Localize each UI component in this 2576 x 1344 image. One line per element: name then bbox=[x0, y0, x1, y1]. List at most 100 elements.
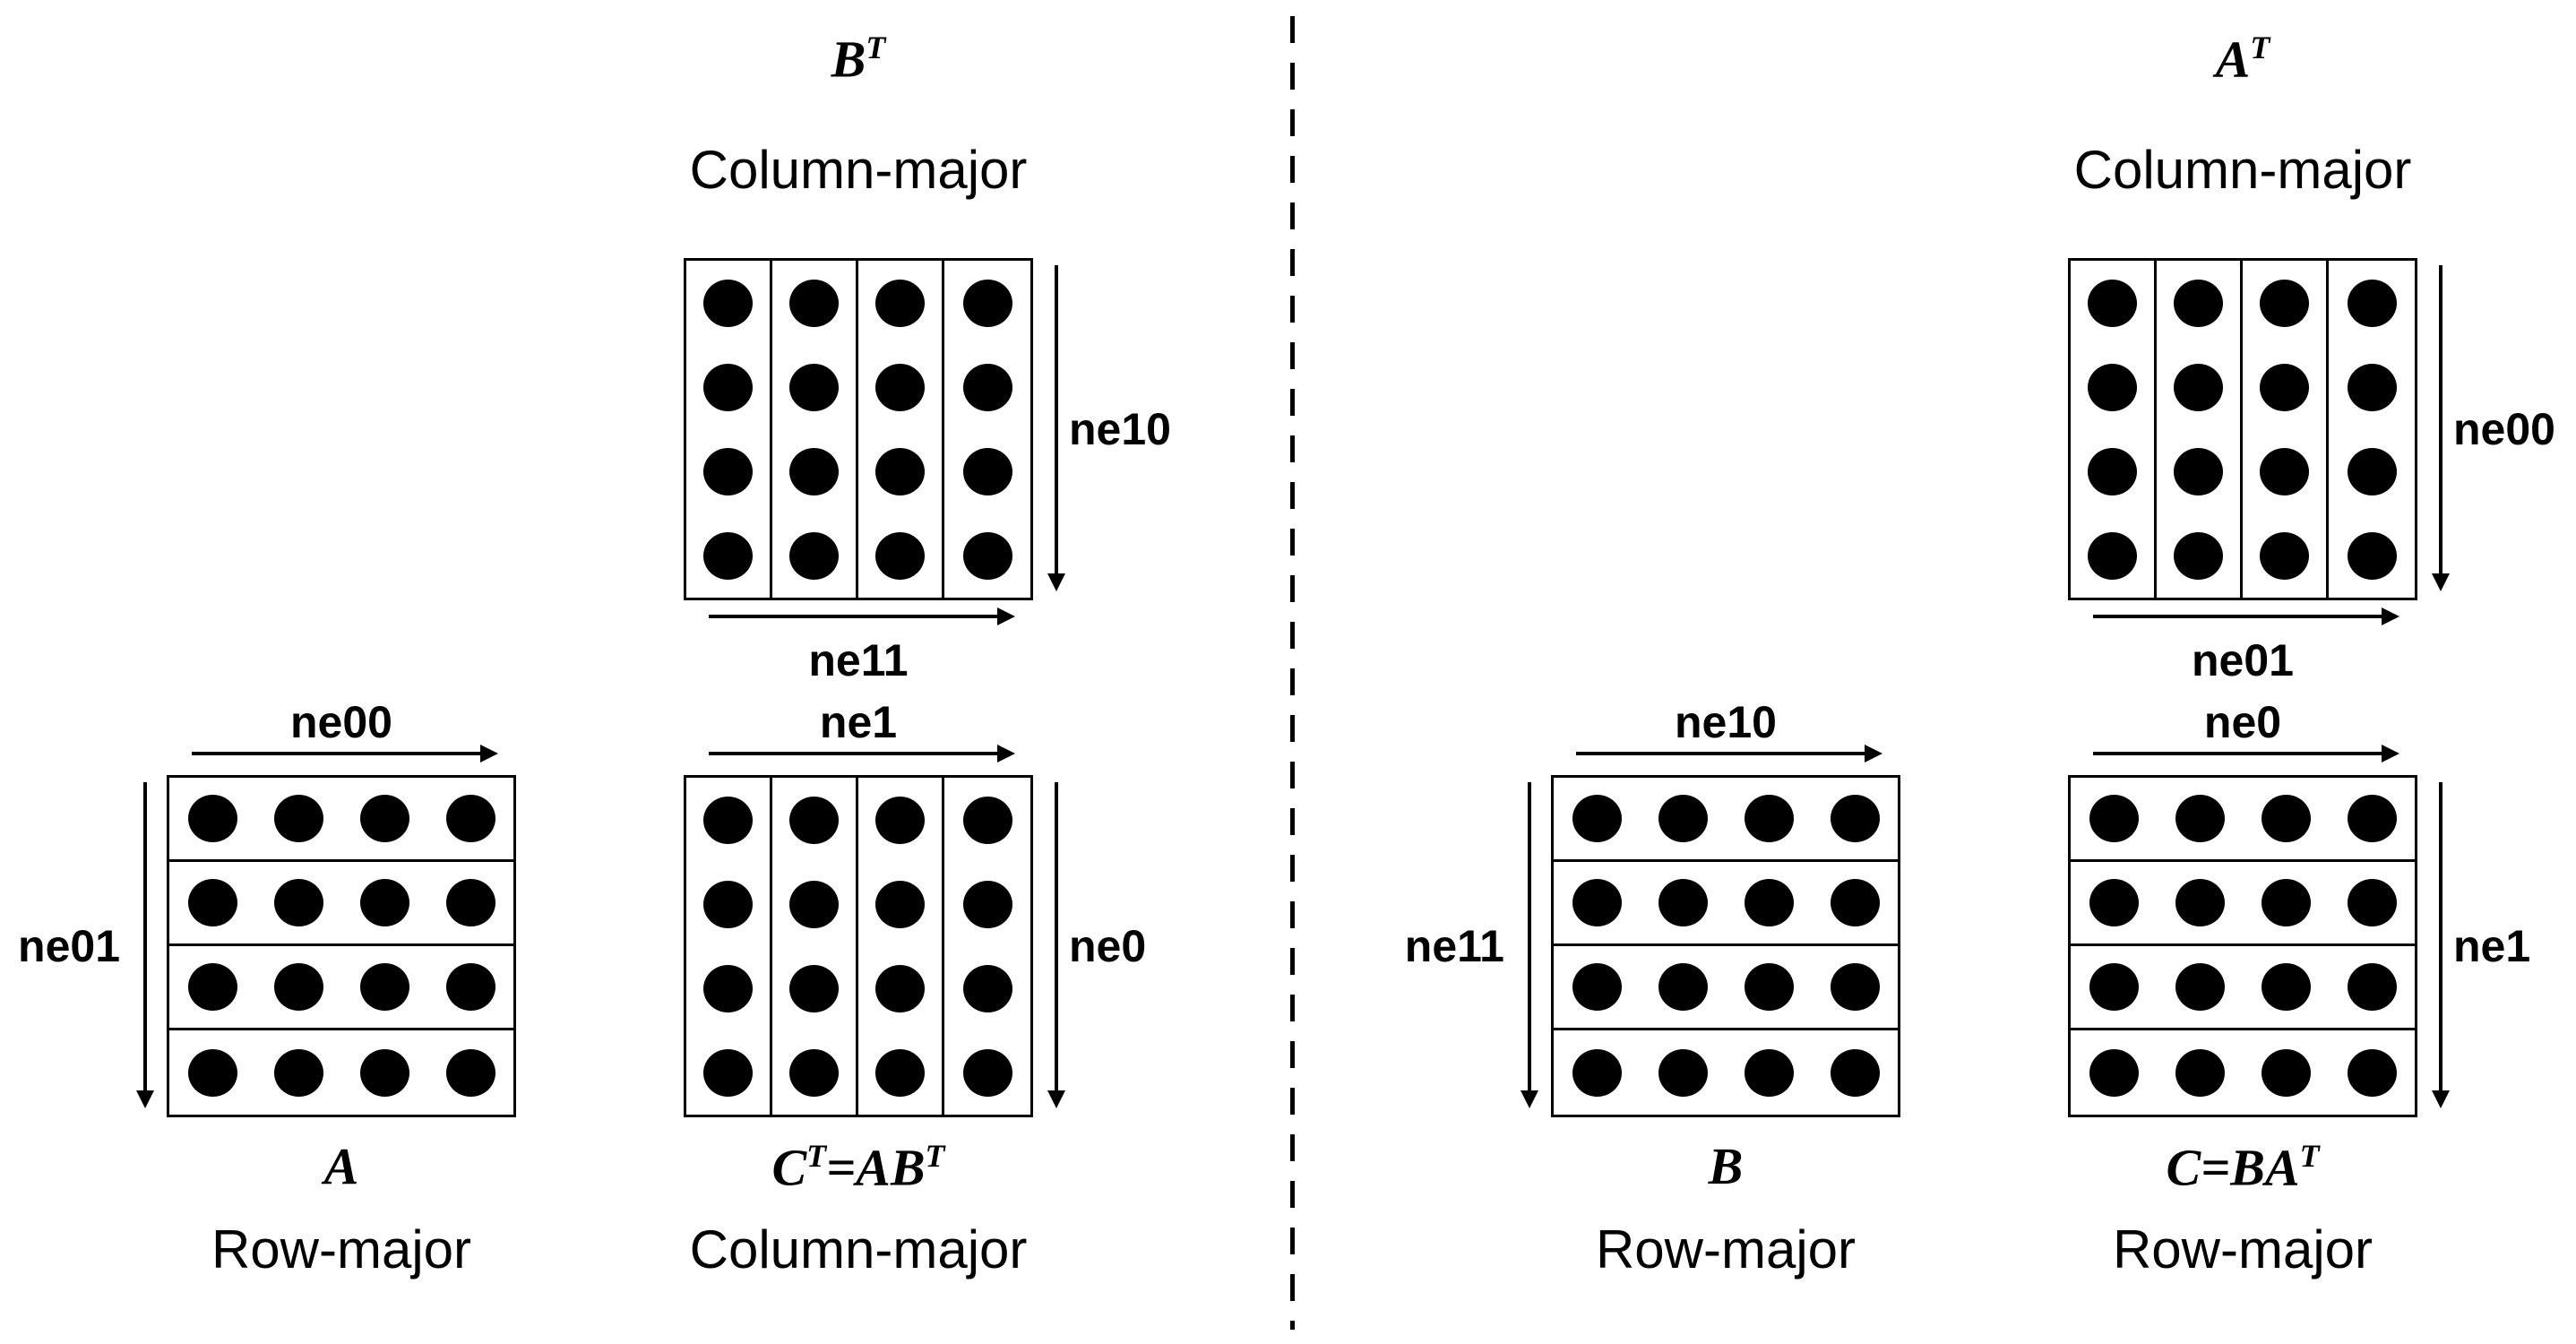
matrix-b-transposed-title: BT bbox=[831, 31, 886, 85]
dot bbox=[875, 880, 925, 928]
dot bbox=[1658, 1048, 1708, 1097]
matrix-cell bbox=[427, 946, 513, 1030]
matrix-cell bbox=[772, 429, 858, 513]
down-arrow bbox=[1055, 265, 1058, 573]
matrix-cell bbox=[2157, 261, 2243, 345]
dot bbox=[2261, 879, 2311, 926]
dot bbox=[1744, 1048, 1794, 1097]
right-arrow bbox=[1576, 752, 1865, 755]
matrix-cell bbox=[1726, 778, 1812, 862]
down-arrow bbox=[2439, 782, 2442, 1090]
matrix-cell bbox=[858, 345, 944, 429]
dot bbox=[2347, 363, 2397, 411]
matrix-cell bbox=[2329, 862, 2415, 946]
dot bbox=[962, 531, 1012, 580]
matrix-cell bbox=[1812, 862, 1898, 946]
dot bbox=[962, 796, 1012, 844]
matrix-b-layout-label: Row-major bbox=[1595, 1219, 1857, 1279]
matrix-cell bbox=[2329, 345, 2415, 429]
dot bbox=[1744, 879, 1794, 926]
matrix-cell bbox=[772, 1030, 858, 1115]
matrix-cell bbox=[2071, 778, 2157, 862]
matrix-cell bbox=[427, 862, 513, 946]
dot bbox=[789, 880, 839, 928]
matrix-cell bbox=[427, 1030, 513, 1115]
caption-text: B bbox=[1708, 1137, 1744, 1195]
dot bbox=[2261, 963, 2311, 1011]
dot bbox=[1572, 963, 1622, 1011]
matrix-cell bbox=[2071, 261, 2157, 345]
matrix-grid bbox=[167, 775, 516, 1117]
dot bbox=[1744, 795, 1794, 842]
dot bbox=[359, 795, 409, 842]
matrix-cell bbox=[686, 513, 772, 598]
ne01-dimension-label: ne01 bbox=[2192, 635, 2294, 685]
matrix-cell bbox=[1640, 778, 1726, 862]
matrix-cell bbox=[2329, 261, 2415, 345]
ne01-dimension-label: ne01 bbox=[18, 921, 120, 971]
matrix-cell bbox=[341, 946, 427, 1030]
matrix-cell bbox=[944, 345, 1030, 429]
title-text: A bbox=[2215, 30, 2251, 89]
dot bbox=[2089, 879, 2139, 926]
matrix-cell bbox=[686, 261, 772, 345]
matrix-cell bbox=[858, 946, 944, 1030]
matrix-cell bbox=[686, 429, 772, 513]
matrix-grid bbox=[684, 775, 1033, 1117]
matrix-cell bbox=[1726, 1030, 1812, 1115]
matrix-b-transposed-layout-label: Column-major bbox=[689, 140, 1028, 200]
matrix-c-transposed: ne1 ne0 CT=ABT Column-major bbox=[684, 700, 1146, 1277]
matrix-cell bbox=[1726, 946, 1812, 1030]
right-arrow bbox=[2093, 615, 2382, 618]
matrix-cell bbox=[2243, 946, 2329, 1030]
matrix-cell bbox=[2157, 862, 2243, 946]
matrix-cell bbox=[1812, 1030, 1898, 1115]
dot bbox=[2260, 363, 2309, 411]
matrix-cell bbox=[2071, 946, 2157, 1030]
dot bbox=[875, 964, 925, 1012]
matrix-cell bbox=[2157, 778, 2243, 862]
matrix-cell bbox=[858, 1030, 944, 1115]
matrix-grid bbox=[1551, 775, 1900, 1117]
caption-superscript: T bbox=[806, 1138, 827, 1174]
matrix-cell bbox=[686, 946, 772, 1030]
dot bbox=[962, 880, 1012, 928]
dot bbox=[2347, 963, 2397, 1011]
matrix-cell bbox=[255, 862, 341, 946]
matrix-cell bbox=[255, 778, 341, 862]
matrix-cell bbox=[944, 1030, 1030, 1115]
dot bbox=[962, 447, 1012, 495]
dot bbox=[2261, 1048, 2311, 1097]
dot bbox=[273, 963, 323, 1011]
matrix-a-caption: A bbox=[324, 1141, 359, 1193]
matrix-a-transposed: AT Column-major ne00 ne01 bbox=[2068, 31, 2555, 683]
dot bbox=[1572, 1048, 1622, 1097]
matrix-cell bbox=[2329, 1030, 2415, 1115]
caption-superscript: T bbox=[2299, 1138, 2320, 1174]
dot bbox=[2260, 447, 2309, 495]
matrix-cell bbox=[2243, 778, 2329, 862]
matrix-cell bbox=[341, 778, 427, 862]
matrix-a-transposed-layout-label: Column-major bbox=[2073, 140, 2412, 200]
matrix-b: ne10 ne11 B Row-major bbox=[1405, 700, 1900, 1277]
matrix-cell bbox=[2071, 513, 2157, 598]
caption-text: C=BA bbox=[2166, 1138, 2300, 1197]
dot bbox=[1658, 795, 1708, 842]
ne1-dimension-label: ne1 bbox=[2453, 921, 2531, 971]
matrix-cell bbox=[1640, 862, 1726, 946]
matrix-cell bbox=[169, 1030, 255, 1115]
dot bbox=[2174, 279, 2223, 327]
matrix-cell bbox=[255, 1030, 341, 1115]
dot bbox=[2089, 1048, 2139, 1097]
dot bbox=[2088, 279, 2137, 327]
matrix-cell bbox=[1554, 778, 1640, 862]
matrix-cell bbox=[1640, 946, 1726, 1030]
dot bbox=[962, 363, 1012, 411]
matrix-cell bbox=[2329, 778, 2415, 862]
matrix-cell bbox=[427, 778, 513, 862]
matrix-cell bbox=[2071, 429, 2157, 513]
matrix-cell bbox=[2157, 1030, 2243, 1115]
dot bbox=[445, 879, 495, 926]
matrix-cell bbox=[772, 946, 858, 1030]
